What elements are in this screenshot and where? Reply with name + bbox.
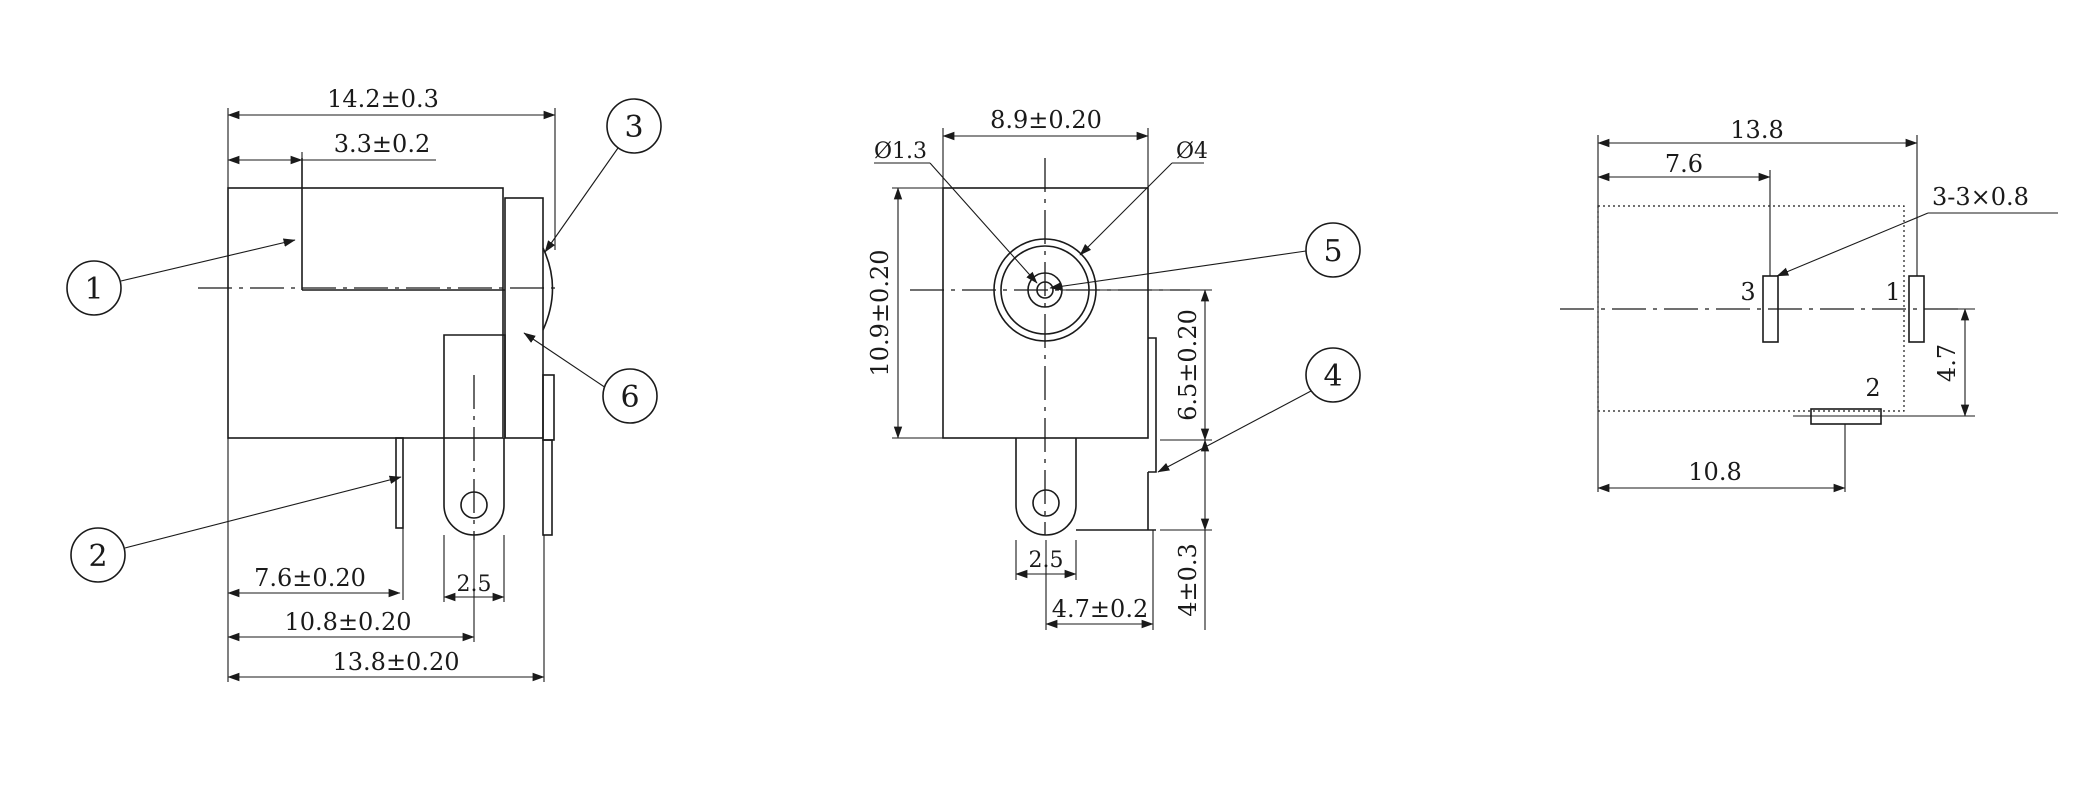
bottom-view-dimension-lines [1597, 135, 2058, 493]
svg-text:2: 2 [88, 539, 107, 574]
front-dim-pin-offset: 4.7±0.2 [1052, 595, 1148, 623]
front-dia-pin: Ø1.3 [874, 139, 927, 164]
svg-text:6: 6 [620, 380, 639, 415]
front-dim-height: 10.9±0.20 [866, 250, 894, 377]
bottom-dim-pin-spacing: 4.7 [1933, 344, 1961, 382]
svg-text:4: 4 [1323, 359, 1342, 394]
side-view-dimension-lines [227, 108, 556, 682]
front-dim-center-height: 6.5±0.20 [1174, 309, 1202, 421]
bottom-view-outline [1560, 205, 1960, 425]
svg-text:5: 5 [1323, 234, 1342, 269]
bottom-pin-label-1: 1 [1885, 278, 1900, 306]
side-dim-pin3: 10.8±0.20 [285, 608, 412, 636]
callout-3: 3 [544, 98, 662, 253]
front-view: 8.9±0.20 10.9±0.20 6.5±0.20 4±0.3 2.5 4.… [866, 106, 1361, 630]
bottom-dim-pin3: 7.6 [1665, 150, 1703, 178]
callout-1: 1 [66, 238, 296, 316]
front-dia-hole: Ø4 [1176, 139, 1208, 164]
bottom-pin-label-2: 2 [1865, 374, 1880, 402]
front-dim-tab: 2.5 [1029, 548, 1064, 573]
callout-5: 5 [1049, 222, 1361, 291]
side-dim-front-ring: 3.3±0.2 [334, 130, 430, 158]
side-view-outline [198, 158, 560, 540]
front-view-outline [910, 158, 1190, 536]
bottom-view: 13.8 7.6 10.8 4.7 3-3×0.8 3 1 2 [1560, 116, 2058, 493]
bottom-dim-pin2: 10.8 [1688, 458, 1741, 486]
front-dim-pin-length: 4±0.3 [1174, 543, 1202, 617]
front-view-dimension-lines [874, 128, 1212, 630]
side-dim-overall-length: 14.2±0.3 [327, 85, 439, 113]
callout-4: 4 [1157, 347, 1361, 473]
svg-text:3: 3 [624, 110, 643, 145]
callout-2: 2 [70, 475, 402, 583]
svg-text:1: 1 [84, 272, 103, 307]
callout-6: 6 [523, 332, 658, 424]
bottom-dim-body: 13.8 [1730, 116, 1783, 144]
side-dim-body: 13.8±0.20 [333, 648, 460, 676]
bottom-slot-note: 3-3×0.8 [1932, 183, 2029, 211]
side-dim-pin2: 7.6±0.20 [254, 564, 366, 592]
front-dim-width: 8.9±0.20 [990, 106, 1102, 134]
side-dim-tab: 2.5 [457, 572, 492, 597]
side-view: 14.2±0.3 3.3±0.2 7.6±0.20 2.5 10.8±0.20 … [66, 85, 662, 682]
bottom-pin-label-3: 3 [1740, 278, 1755, 306]
